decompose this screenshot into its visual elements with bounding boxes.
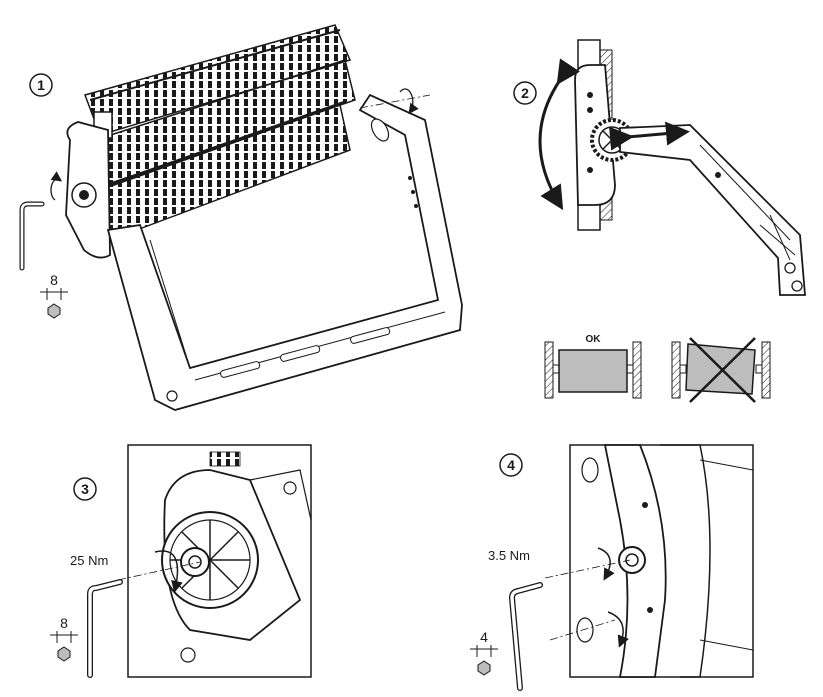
tool-size-indicator: 8 (40, 272, 68, 319)
axis-rotation-arrows (50, 88, 431, 201)
tool-size-label-3: 8 (60, 615, 68, 631)
alignment-not-ok (671, 337, 771, 403)
hex-key-icon-4 (508, 582, 543, 691)
tool-size-label: 8 (50, 272, 58, 288)
alignment-ok: OK (544, 334, 642, 399)
torque-label-3: 25 Nm (70, 553, 108, 568)
side-plate-detail (576, 444, 754, 678)
u-bracket (106, 93, 463, 411)
step-1-number: 1 (37, 77, 45, 93)
tool-size-label-4: 4 (480, 629, 488, 645)
step-3-number: 3 (81, 481, 89, 497)
hex-nut-icon (47, 303, 61, 319)
step-2-badge: 2 (513, 81, 537, 105)
ok-label: OK (586, 334, 602, 345)
step-4-badge: 4 (499, 453, 523, 477)
hex-nut-icon-3 (57, 646, 71, 662)
torque-label-4: 3.5 Nm (488, 548, 530, 563)
mounting-arm (619, 124, 806, 296)
step-3-badge: 3 (73, 477, 97, 501)
step-1-panel: 1 (19, 24, 463, 411)
hex-key-icon (19, 201, 45, 271)
tool-size-indicator-4: 4 (470, 629, 498, 676)
tool-size-indicator-3: 8 (50, 615, 78, 662)
side-bracket-left (65, 121, 111, 259)
pivot-wheel (161, 451, 312, 663)
tilt-arrows (538, 58, 690, 211)
torque-arrow-4b (607, 611, 629, 648)
torque-arrow-4a (597, 547, 615, 581)
hex-key-icon-3 (87, 579, 123, 678)
torque-arrow (154, 550, 183, 593)
hex-nut-icon-4 (477, 660, 491, 676)
step-4-panel: 4 3.5 Nm 4 (470, 444, 754, 691)
step-2-panel: 2 (513, 39, 806, 296)
step-2-number: 2 (521, 85, 529, 101)
floodlight-module (84, 24, 356, 242)
step-4-number: 4 (507, 457, 515, 473)
step-1-badge: 1 (29, 73, 53, 97)
step-3-panel: 3 25 Nm 8 (50, 444, 312, 678)
